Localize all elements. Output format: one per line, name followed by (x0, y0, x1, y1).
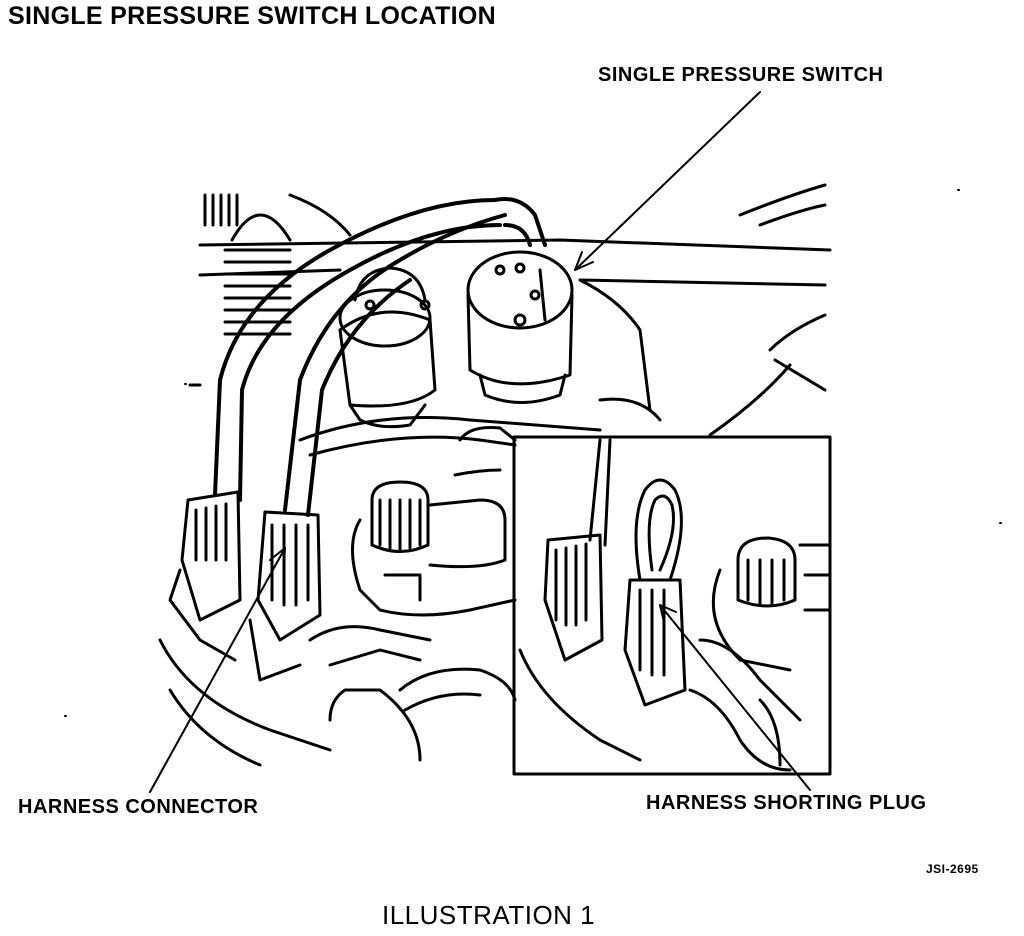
leader-plug (659, 604, 811, 791)
callout-leaders (149, 91, 811, 793)
mounting-bracket (298, 416, 602, 477)
leader-connector (149, 547, 286, 793)
single-pressure-switch (466, 250, 574, 404)
diagram-title: SINGLE PRESSURE SWITCH LOCATION (8, 2, 497, 30)
scan-specks (64, 189, 1002, 717)
illustration-caption: ILLUSTRATION 1 (382, 900, 596, 930)
callout-harness-connector: HARNESS CONNECTOR (18, 796, 259, 818)
arrowhead-switch (574, 251, 594, 271)
harness-connector (168, 490, 322, 682)
reference-code: JSI-2695 (926, 862, 979, 876)
inset-detail-box (512, 435, 832, 776)
valve-fitting (351, 480, 517, 617)
lower-hoses (158, 625, 517, 767)
arrowhead-plug (659, 604, 677, 623)
callout-harness-shorting-plug: HARNESS SHORTING PLUG (646, 792, 927, 814)
engine-bay-background (188, 183, 832, 437)
callout-single-pressure-switch: SINGLE PRESSURE SWITCH (598, 64, 884, 86)
switch-body-left (338, 266, 437, 429)
leader-switch (574, 91, 761, 271)
arrowhead-connector (269, 547, 286, 567)
wire-harness (213, 197, 547, 517)
